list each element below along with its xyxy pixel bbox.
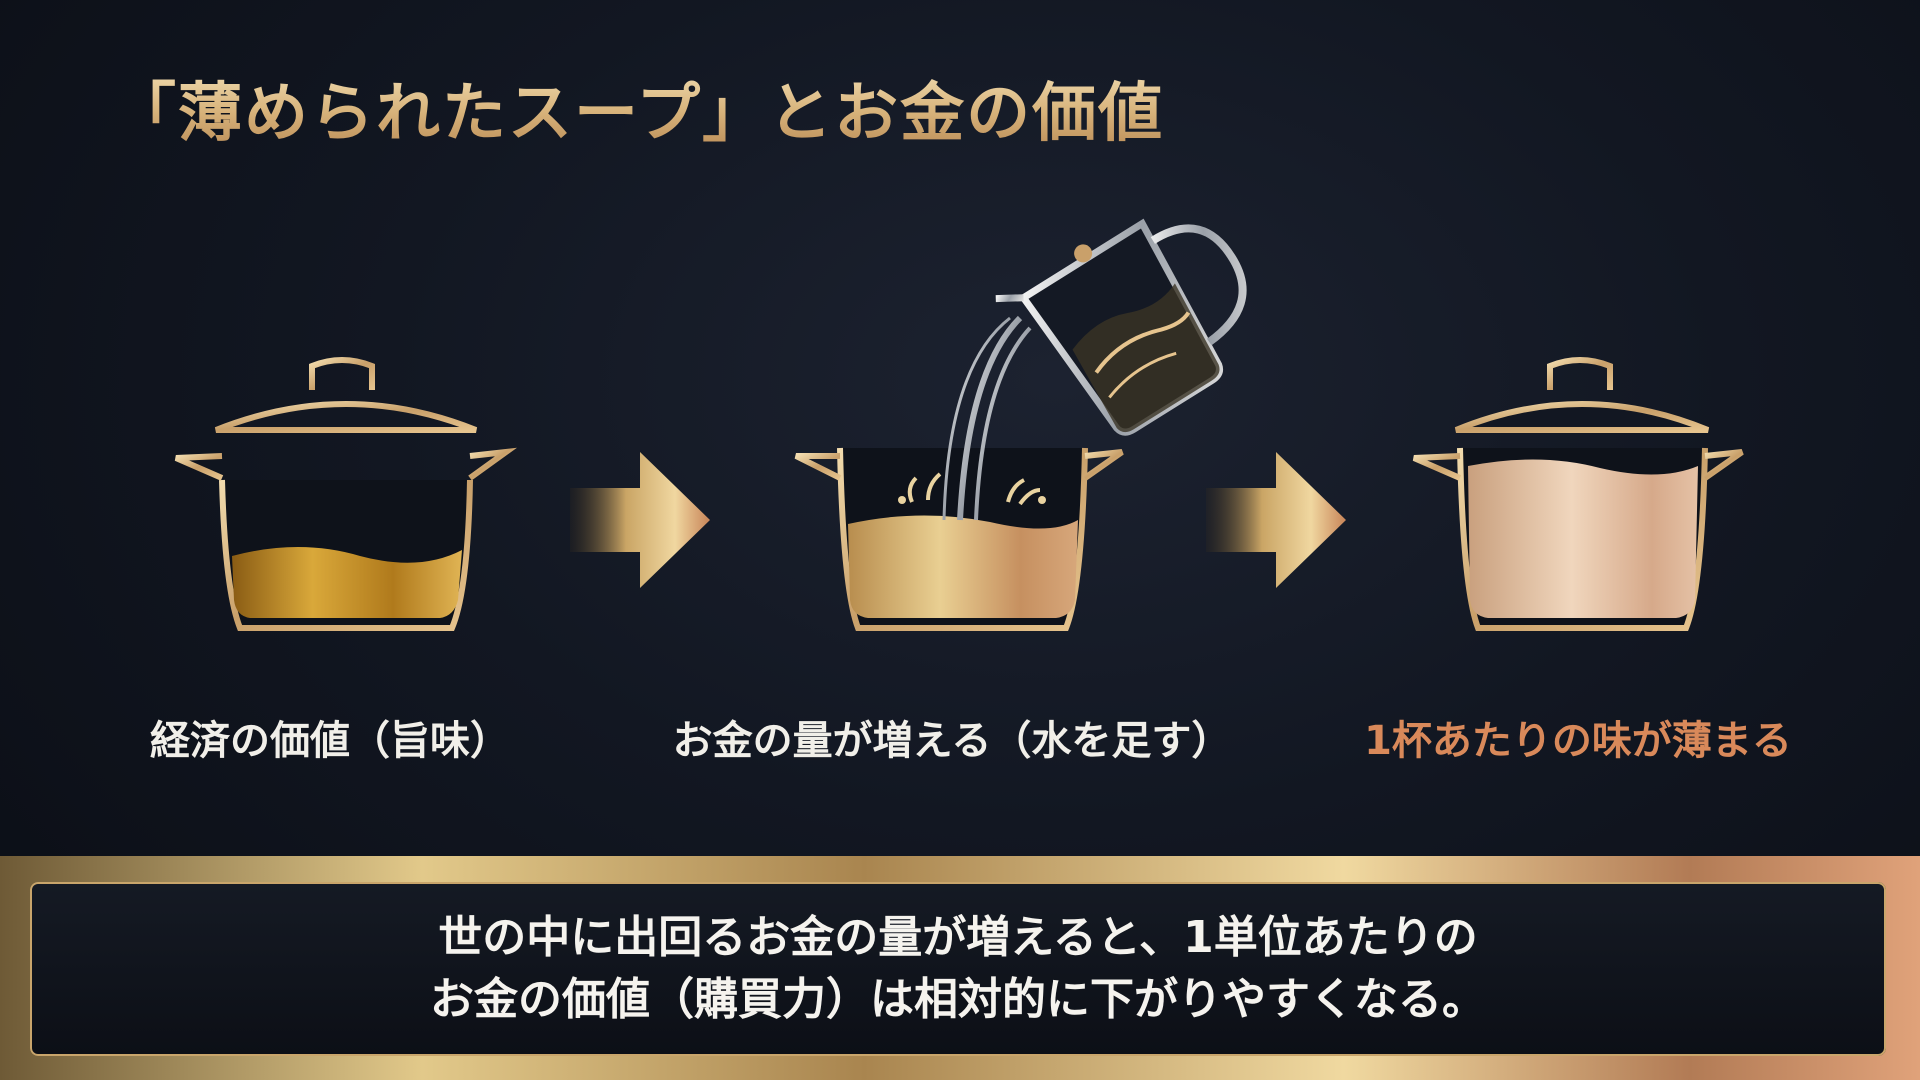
step-label-diluted-taste: 1杯あたりの味が薄まる — [1364, 718, 1792, 764]
step-label-economic-value: 経済の価値（旨味） — [150, 718, 510, 764]
pitcher-icon — [995, 218, 1247, 436]
pot-icon — [1412, 357, 1744, 631]
page-title: 「薄められたスープ」とお金の価値 — [112, 62, 1164, 154]
arrow-right-icon — [1206, 452, 1346, 588]
summary-panel: 世の中に出回るお金の量が増えると、1単位あたりの お金の価値（購買力）は相対的に… — [30, 882, 1886, 1056]
summary-line-1: 世の中に出回るお金の量が増えると、1単位あたりの — [438, 912, 1478, 963]
arrow-right-icon — [570, 452, 710, 588]
pot-icon — [174, 357, 517, 631]
summary-line-2: お金の価値（購買力）は相対的に下がりやすくなる。 — [430, 974, 1486, 1025]
summary-banner: 世の中に出回るお金の量が増えると、1単位あたりの お金の価値（購買力）は相対的に… — [0, 856, 1920, 1080]
step-label-money-increase: お金の量が増える（水を足す） — [672, 718, 1232, 764]
pot-icon — [794, 443, 1124, 631]
